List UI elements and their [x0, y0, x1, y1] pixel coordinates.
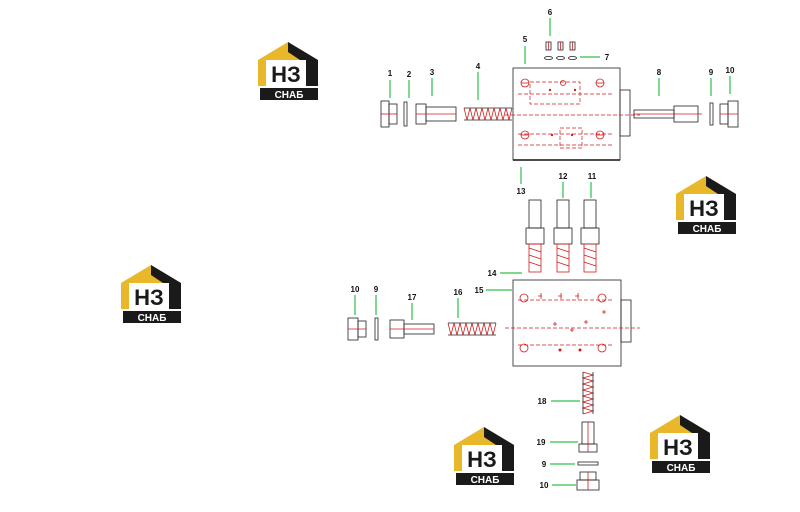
label-15: 15	[475, 286, 484, 295]
logo-mark: НЗ	[663, 435, 693, 460]
leader-lines	[354, 18, 731, 486]
nz-snab-logo: НЗ СНАБ	[676, 176, 736, 235]
logo-mark: НЗ	[689, 196, 719, 221]
label-4: 4	[476, 62, 481, 71]
logo-caption: СНАБ	[667, 463, 696, 474]
label-17: 17	[408, 293, 417, 302]
label-19: 19	[537, 438, 546, 447]
label-13: 13	[517, 187, 526, 196]
label-16: 16	[454, 288, 463, 297]
cartridge-valves	[525, 199, 600, 273]
nz-snab-logo: НЗ СНАБ	[454, 427, 514, 486]
label-9-bottom: 9	[542, 460, 547, 469]
label-9-left: 9	[374, 285, 379, 294]
label-3: 3	[430, 68, 435, 77]
label-1: 1	[388, 69, 393, 78]
logo-mark: НЗ	[271, 62, 301, 87]
lower-vertical-components	[576, 371, 600, 491]
label-8: 8	[657, 68, 662, 77]
lower-valve-body	[505, 279, 640, 367]
logo-mark: НЗ	[134, 285, 164, 310]
label-11: 11	[588, 172, 597, 181]
label-7: 7	[605, 53, 610, 62]
upper-valve-body	[505, 67, 640, 161]
logo-mark: НЗ	[467, 447, 497, 472]
logo-caption: СНАБ	[693, 224, 722, 235]
label-14: 14	[488, 269, 497, 278]
upper-right-components	[633, 100, 739, 128]
label-10-top: 10	[726, 66, 735, 75]
logo-caption: СНАБ	[138, 313, 167, 324]
label-2: 2	[407, 70, 412, 79]
logo-caption: СНАБ	[471, 475, 500, 486]
logo-caption: СНАБ	[275, 90, 304, 101]
label-12: 12	[559, 172, 568, 181]
label-10-left: 10	[351, 285, 360, 294]
nz-snab-logo: НЗ СНАБ	[258, 42, 318, 101]
nz-snab-logo: НЗ СНАБ	[121, 265, 181, 324]
upper-left-components	[380, 100, 513, 128]
label-6: 6	[548, 8, 553, 17]
label-5: 5	[523, 35, 528, 44]
label-18: 18	[538, 397, 547, 406]
lower-left-components	[347, 317, 497, 341]
label-9-top: 9	[709, 68, 714, 77]
screws-top	[544, 41, 577, 61]
part-labels: 1 2 3 4 5 6 7 8 9 10 13 12 11 14 15 10 9…	[351, 8, 735, 490]
label-10-bottom: 10	[540, 481, 549, 490]
nz-snab-logo: НЗ СНАБ	[650, 415, 710, 474]
